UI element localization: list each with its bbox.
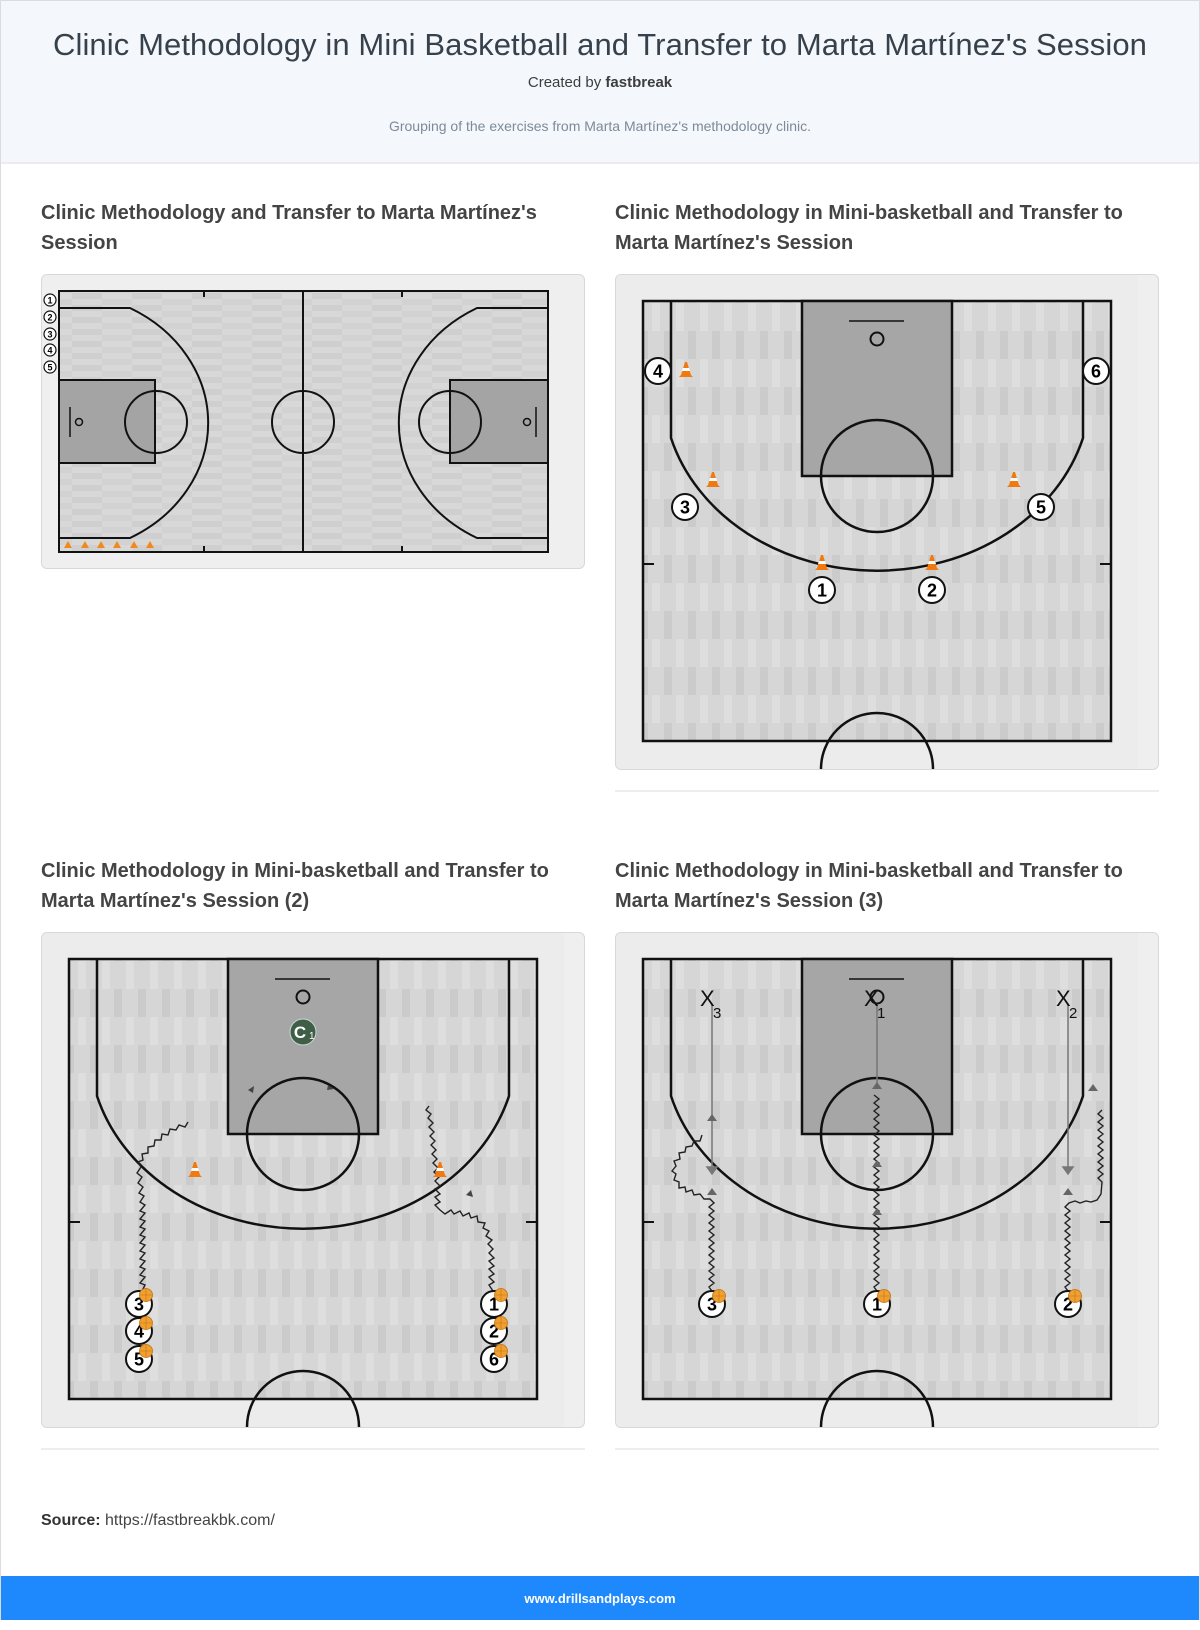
coach-marker: C 1 xyxy=(289,1018,317,1046)
svg-text:2: 2 xyxy=(47,313,52,323)
diagram-title[interactable]: Clinic Methodology and Transfer to Marta… xyxy=(41,202,537,254)
source-line: Source: https://fastbreakbk.com/ xyxy=(1,1450,1199,1576)
source-link[interactable]: https://fastbreakbk.com/ xyxy=(105,1512,275,1529)
arrowheads xyxy=(707,1082,1098,1215)
svg-text:5: 5 xyxy=(134,1350,144,1370)
diagram-card: Clinic Methodology in Mini-basketball an… xyxy=(615,852,1159,1450)
diagram-image[interactable]: 1 2 3 4 5 6 xyxy=(615,274,1159,770)
diagram-title[interactable]: Clinic Methodology in Mini-basketball an… xyxy=(615,860,1123,912)
svg-text:1: 1 xyxy=(309,1031,315,1042)
half-court-diagram: X 3 X 1 X 2 3 1 2 xyxy=(616,933,1138,1427)
svg-text:1: 1 xyxy=(872,1295,882,1315)
svg-text:4: 4 xyxy=(47,346,52,356)
svg-text:3: 3 xyxy=(134,1295,144,1315)
svg-text:1: 1 xyxy=(47,296,52,306)
half-court-diagram: 1 2 3 4 5 6 xyxy=(616,275,1138,769)
diagram-title[interactable]: Clinic Methodology in Mini-basketball an… xyxy=(41,860,549,912)
svg-text:2: 2 xyxy=(1069,1005,1077,1022)
page-header: Clinic Methodology in Mini Basketball an… xyxy=(1,1,1199,164)
diagram-grid: Clinic Methodology and Transfer to Marta… xyxy=(1,164,1199,1450)
svg-text:6: 6 xyxy=(489,1350,499,1370)
svg-text:3: 3 xyxy=(713,1005,721,1022)
dribble-paths xyxy=(136,1105,496,1292)
diagram-image[interactable]: 1 2 3 4 5 xyxy=(41,274,585,569)
defenders: X 3 X 1 X 2 xyxy=(700,986,1077,1022)
svg-text:1: 1 xyxy=(489,1295,499,1315)
diagram-card: Clinic Methodology and Transfer to Marta… xyxy=(41,194,585,792)
svg-text:2: 2 xyxy=(927,581,937,601)
diagram-image[interactable]: X 3 X 1 X 2 3 1 2 xyxy=(615,932,1159,1428)
half-court-diagram: C 1 3 4 5 1 2 6 xyxy=(42,933,564,1427)
svg-text:1: 1 xyxy=(817,581,827,601)
player-legend: 1 2 3 4 5 xyxy=(43,293,57,374)
created-by-label: Created by xyxy=(527,74,602,91)
svg-text:5: 5 xyxy=(1036,498,1046,518)
svg-text:X: X xyxy=(864,986,879,1011)
page-description: Grouping of the exercises from Marta Mar… xyxy=(388,118,812,134)
page-title: Clinic Methodology in Mini Basketball an… xyxy=(52,27,1148,62)
defender-paths xyxy=(705,1005,1075,1176)
author-byline: Created by fastbreak xyxy=(1,74,1199,91)
svg-text:5: 5 xyxy=(47,363,52,373)
svg-text:2: 2 xyxy=(489,1322,499,1342)
source-label: Source: xyxy=(41,1512,101,1529)
footer-site-link[interactable]: www.drillsandplays.com xyxy=(524,1590,676,1606)
svg-text:3: 3 xyxy=(47,330,52,340)
card-divider xyxy=(41,1448,585,1450)
svg-text:C: C xyxy=(294,1023,306,1042)
full-court-diagram: 1 2 3 4 5 xyxy=(42,275,564,568)
diagram-card: Clinic Methodology in Mini-basketball an… xyxy=(41,852,585,1450)
diagram-image[interactable]: C 1 3 4 5 1 2 6 xyxy=(41,932,585,1428)
cone-icon xyxy=(64,541,154,548)
svg-text:4: 4 xyxy=(134,1322,144,1342)
author-name[interactable]: fastbreak xyxy=(605,74,673,91)
site-footer: www.drillsandplays.com xyxy=(1,1576,1199,1620)
svg-text:2: 2 xyxy=(1063,1295,1073,1315)
diagram-title[interactable]: Clinic Methodology in Mini-basketball an… xyxy=(615,202,1123,254)
svg-text:X: X xyxy=(1056,986,1071,1011)
svg-text:4: 4 xyxy=(653,362,663,382)
dribble-paths xyxy=(671,1094,1105,1292)
svg-text:1: 1 xyxy=(877,1005,885,1022)
diagram-card: Clinic Methodology in Mini-basketball an… xyxy=(615,194,1159,792)
players: 1 2 3 4 5 6 xyxy=(644,357,1110,604)
svg-text:X: X xyxy=(700,986,715,1011)
svg-text:3: 3 xyxy=(680,498,690,518)
svg-text:6: 6 xyxy=(1091,362,1101,382)
card-divider xyxy=(615,790,1159,792)
card-divider xyxy=(615,1448,1159,1450)
svg-text:3: 3 xyxy=(707,1295,717,1315)
